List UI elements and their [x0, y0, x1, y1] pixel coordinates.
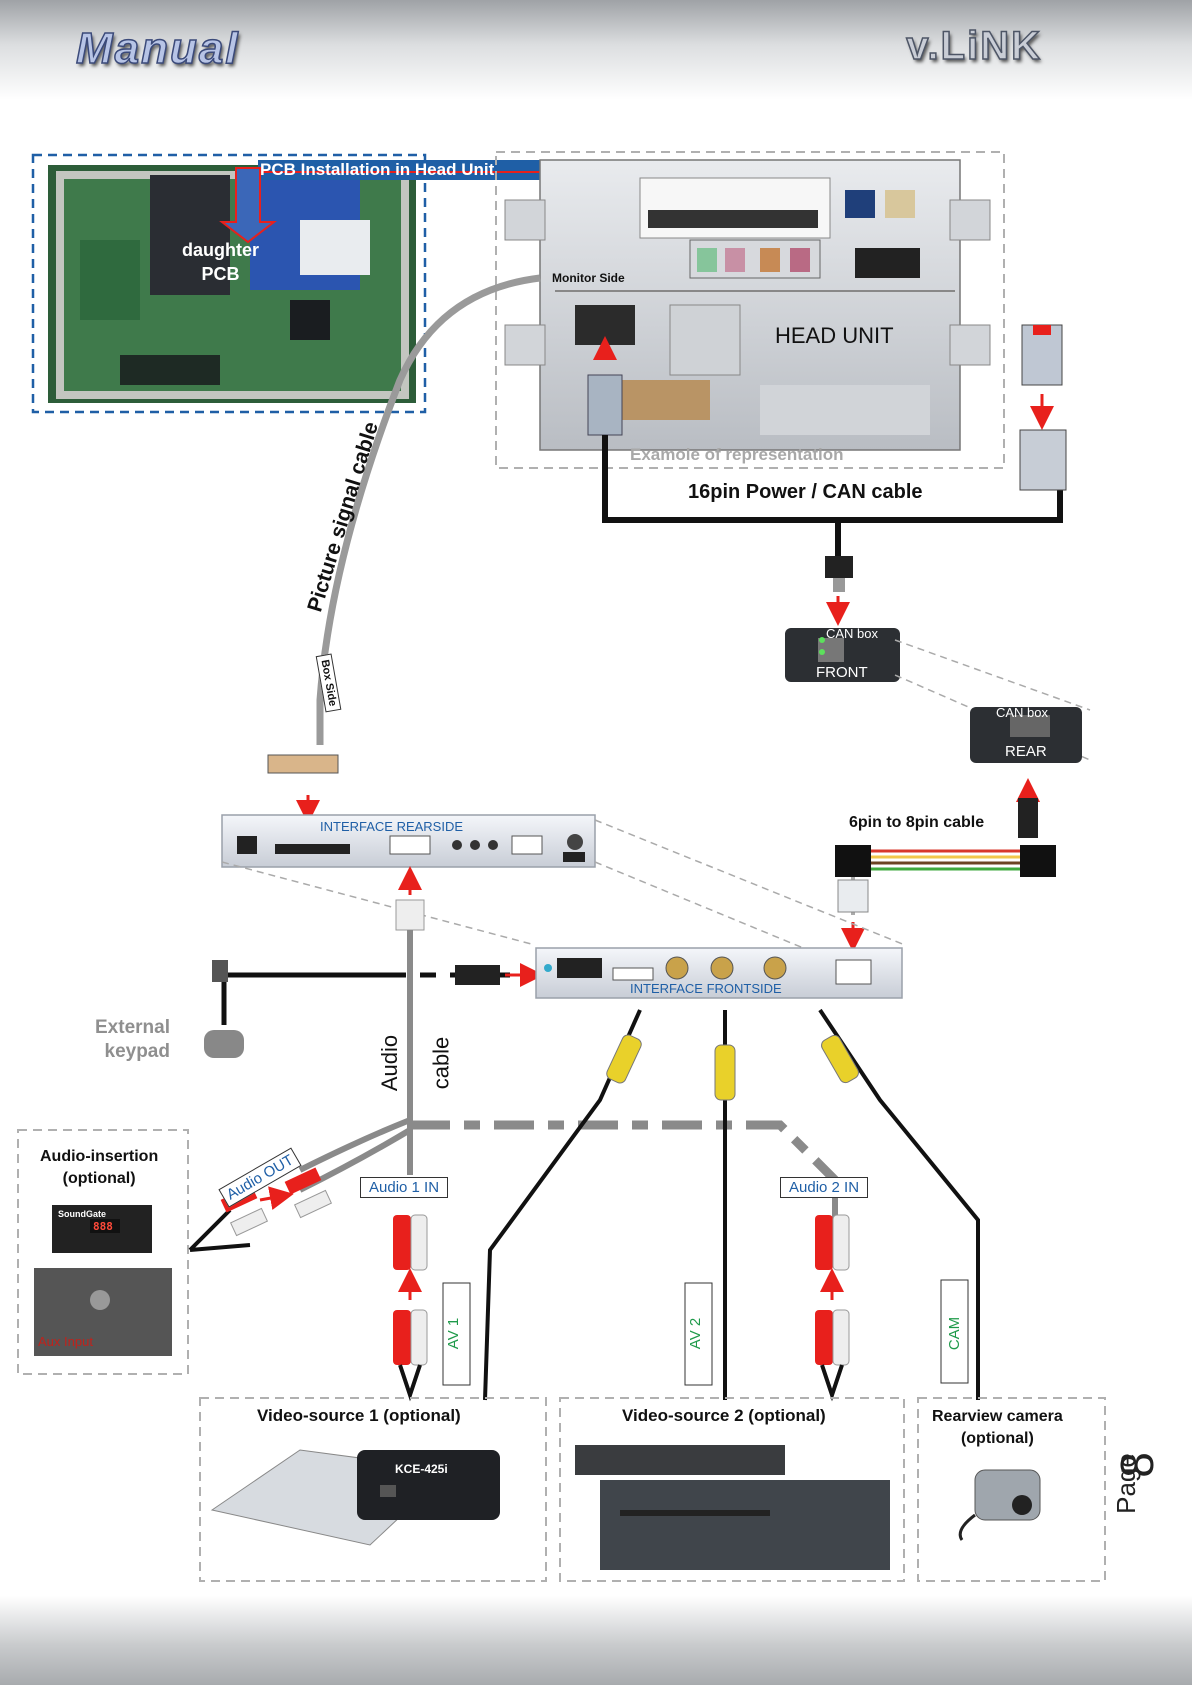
pcb-label-bar	[258, 160, 556, 180]
rearview-camera-label: Rearview camera (optional)	[932, 1408, 1063, 1447]
interface-rearside-label: INTERFACE REARSIDE	[320, 819, 464, 834]
video-source-1-frame	[199, 1397, 547, 1582]
audio-cable-label-2: cable	[428, 1036, 454, 1090]
pcb-photo	[48, 165, 416, 403]
head-unit-label: HEAD UNIT	[775, 323, 894, 348]
head-unit-frame	[495, 151, 1005, 469]
page-header	[0, 0, 1192, 100]
cam-label: CAM	[946, 1316, 964, 1351]
video-source-2-frame	[559, 1397, 905, 1582]
example-representation-label: Examole of representation	[630, 445, 844, 464]
audio-insertion-label: Audio-insertion (optional)	[40, 1148, 159, 1187]
av1-label: AV 1	[445, 1317, 463, 1350]
cam-cable	[818, 1008, 980, 1400]
interface-frontside-label: INTERFACE FRONTSIDE	[630, 981, 782, 996]
plug-8pin	[1020, 845, 1056, 877]
av2-label: AV 2	[687, 1317, 705, 1350]
can-box-rear-title: CAN box	[996, 705, 1049, 720]
vlink-logo: v.LiNK	[906, 23, 1042, 69]
pcb-install-frame	[31, 153, 427, 414]
hu-plug	[587, 374, 623, 436]
kce-model-label: KCE-425i	[395, 1462, 448, 1476]
head-unit-photo	[504, 159, 991, 451]
video-source-1-label: Video-source 1 (optional)	[257, 1406, 461, 1425]
rearview-camera-frame	[917, 1397, 1106, 1582]
aux-input-photo	[34, 1268, 172, 1356]
audio-cable-label-1: Audio	[377, 1034, 403, 1092]
power-can-cable	[602, 435, 1063, 523]
audio-2-in-label: Audio 2 IN	[780, 1177, 869, 1198]
camera-device	[974, 1469, 1041, 1521]
six-to-eight-cable-label: 6pin to 8pin cable	[849, 814, 985, 831]
soundgate-brand-label: SoundGate	[58, 1209, 107, 1219]
page-footer	[0, 1596, 1192, 1685]
daughter-pcb-label: daughter PCB	[182, 240, 260, 284]
page-number: Page 8	[1108, 1450, 1168, 1530]
picture-signal-cable	[316, 274, 541, 745]
power-can-cable-label: 16pin Power / CAN cable	[688, 481, 923, 503]
soundgate-display-label: 888	[93, 1220, 113, 1233]
video-source-2-label: Video-source 2 (optional)	[622, 1406, 826, 1425]
audio-insertion-frame	[17, 1129, 189, 1375]
aux-input-label: Aux Input	[38, 1334, 93, 1349]
can-box-front-sub: FRONT	[816, 664, 868, 681]
audio-1-in-label: Audio 1 IN	[360, 1177, 449, 1198]
dvd-player-2	[600, 1480, 890, 1570]
page-number-value: 8	[1110, 1452, 1163, 1478]
dvd-player-1	[575, 1445, 785, 1475]
can-box-rear-sub: REAR	[1005, 743, 1047, 760]
kce-device	[357, 1450, 500, 1520]
can-box-front-title: CAN box	[826, 626, 879, 641]
external-keypad-label: External keypad	[95, 1017, 170, 1062]
keypad-device	[204, 1030, 244, 1058]
pcb-installation-label: PCB Installation in Head Unit	[260, 160, 495, 179]
monitor-side-label: Monitor Side	[552, 271, 625, 285]
install-down-arrow	[219, 167, 277, 244]
manual-logo: Manual	[75, 23, 240, 74]
plug-6pin	[835, 845, 871, 877]
